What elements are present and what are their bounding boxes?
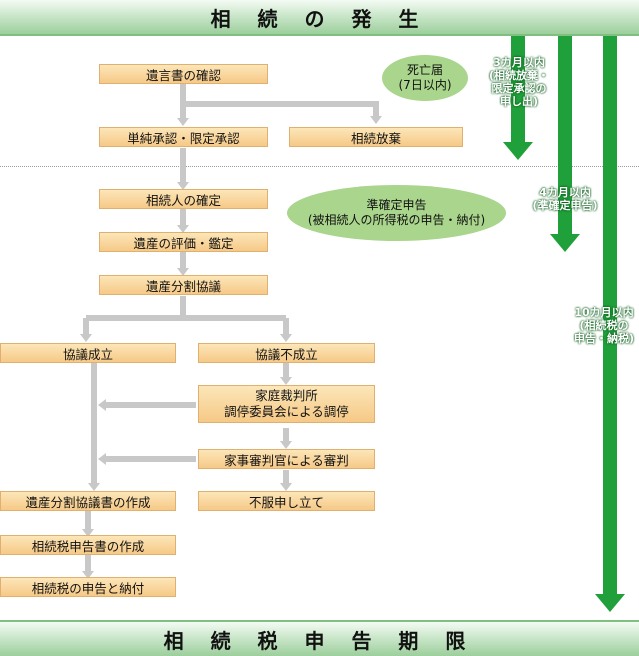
three-month-deadline-arrow xyxy=(511,36,525,142)
ten-month-deadline-label: 10カ月以内 (相続税の 申告・納税) xyxy=(573,306,635,345)
inheritance-start-banner: 相 続 の 発 生 xyxy=(0,0,639,36)
step-family-judge: 家事審判官による審判 xyxy=(198,449,375,469)
step-estate-valuation: 遺産の評価・鑑定 xyxy=(99,232,268,252)
step-agreement-failed: 協議不成立 xyxy=(198,343,375,363)
four-month-deadline-label: 4カ月以内 (準確定申告) xyxy=(532,186,598,212)
death-notice-line1: 死亡届 xyxy=(406,63,443,77)
step-simple-limited-acceptance: 単純承認・限定承認 xyxy=(99,127,268,147)
death-notice-line2: (7日以内) xyxy=(398,78,452,92)
step-agreement-reached: 協議成立 xyxy=(0,343,176,363)
section-divider xyxy=(0,166,639,167)
step-renunciation: 相続放棄 xyxy=(289,127,463,147)
step-division-consultation: 遺産分割協議 xyxy=(99,275,268,295)
quasi-return-line2: (被相続人の所得税の申告・納付) xyxy=(307,213,486,227)
three-month-deadline-label: 3カ月以内 (相続放棄・ 限定承認の 申し出) xyxy=(488,56,550,108)
three-month-arrowhead xyxy=(503,142,533,160)
step-will-check: 遺言書の確認 xyxy=(99,64,268,84)
step-division-document: 遺産分割協議書の作成 xyxy=(0,491,176,511)
ten-month-deadline-arrow xyxy=(603,36,617,594)
tax-filing-deadline-banner: 相 続 税 申 告 期 限 xyxy=(0,620,639,656)
four-month-deadline-arrow xyxy=(558,36,572,234)
quasi-return-line1: 準確定申告 xyxy=(366,198,427,212)
step-tax-filing-payment: 相続税の申告と納付 xyxy=(0,577,176,597)
step-family-court-mediation: 家庭裁判所 調停委員会による調停 xyxy=(198,385,375,423)
step-objection: 不服申し立て xyxy=(198,491,375,511)
death-notice-note: 死亡届 (7日以内) xyxy=(382,55,468,101)
step-tax-return-prep: 相続税申告書の作成 xyxy=(0,535,176,555)
family-court-line2: 調停委員会による調停 xyxy=(224,404,349,419)
four-month-arrowhead xyxy=(550,234,580,252)
family-court-line1: 家庭裁判所 xyxy=(255,388,318,403)
ten-month-arrowhead xyxy=(595,594,625,612)
step-heir-determination: 相続人の確定 xyxy=(99,189,268,209)
quasi-final-return-note: 準確定申告 (被相続人の所得税の申告・納付) xyxy=(287,185,506,241)
